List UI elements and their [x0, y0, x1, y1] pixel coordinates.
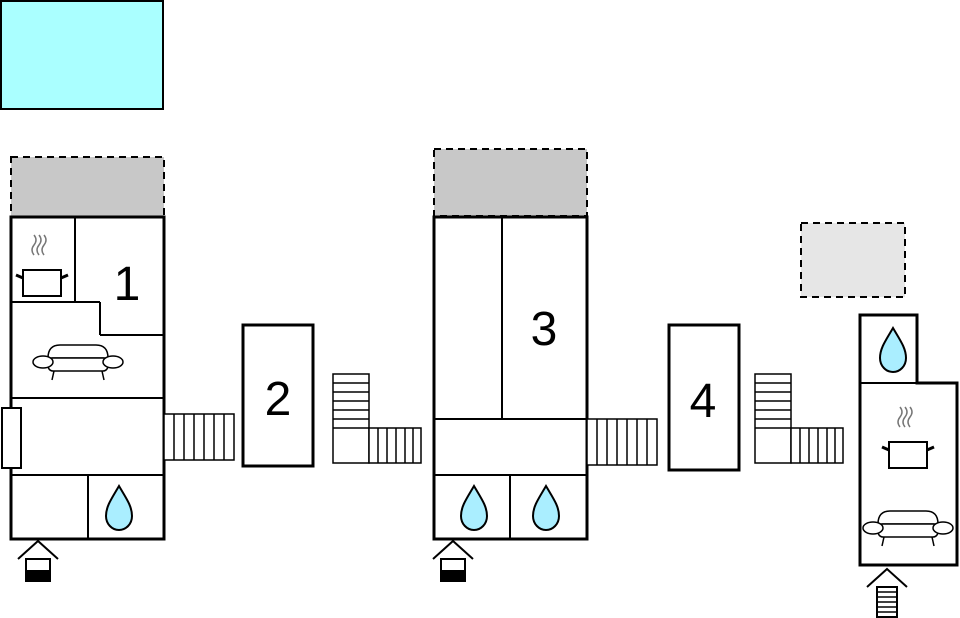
room-4: [667, 323, 741, 472]
terrace-3: [800, 222, 906, 298]
kitchen-pot-icon: [14, 233, 70, 298]
water-drop-icon: [532, 485, 560, 531]
stairs-icon: [586, 418, 658, 466]
entrance-arrow-icon: [17, 540, 59, 582]
entrance-arrow-icon: [432, 540, 474, 582]
building-1: [9, 215, 166, 541]
room-number-4: 4: [690, 375, 717, 428]
building-3: [432, 215, 589, 541]
terrace-1: [10, 156, 165, 218]
room-number-1: 1: [114, 258, 141, 311]
water-drop-icon: [105, 485, 133, 531]
stairs-icon: [332, 373, 422, 464]
entrance-arrow-icon: [866, 568, 908, 618]
sofa-icon: [32, 344, 124, 381]
stairs-icon: [754, 373, 844, 464]
water-drop-icon: [460, 485, 488, 531]
room-2: [241, 323, 315, 468]
window-1: [1, 407, 22, 469]
room-number-3: 3: [531, 303, 558, 356]
building-5: [858, 313, 959, 567]
room-number-2: 2: [265, 373, 292, 426]
pool: [0, 0, 164, 110]
terrace-2: [433, 148, 588, 217]
stairs-icon: [163, 413, 235, 461]
